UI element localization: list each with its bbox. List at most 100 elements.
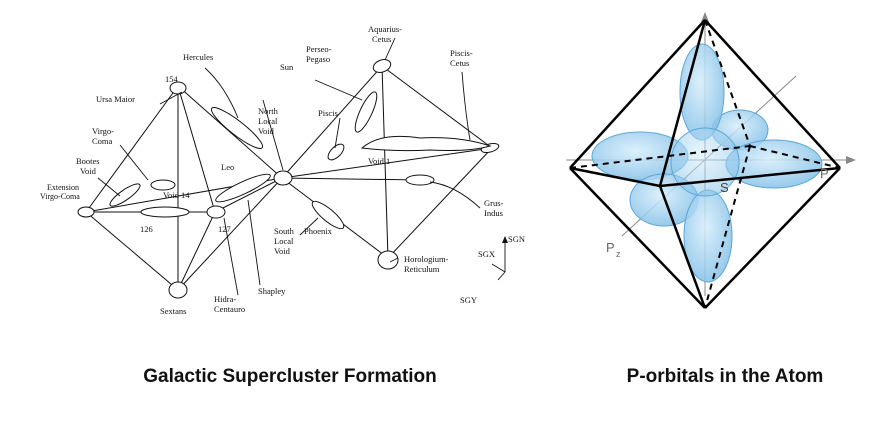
- label-perseo-1: Perseo-: [306, 44, 332, 54]
- label-sun: Sun: [280, 62, 294, 72]
- piscis-filament: [327, 143, 345, 161]
- ursa-filament: [150, 179, 176, 191]
- label-bootes-void-1: Bootes: [76, 156, 100, 166]
- aquarius-blob: [372, 59, 392, 73]
- edge: [177, 211, 216, 291]
- void14-filament: [140, 206, 190, 218]
- label-extension-1: Extension: [47, 183, 79, 192]
- label-s: S: [720, 180, 729, 195]
- sun-blob: [273, 170, 293, 186]
- arrow-phoenix: [299, 217, 319, 236]
- octa-edge: [658, 185, 707, 309]
- x-axis-arrowhead: [846, 156, 856, 164]
- label-leo: Leo: [221, 162, 234, 172]
- label-piscis-cetus-2: Cetus: [450, 58, 469, 68]
- label-north-local-void-1: North: [258, 106, 279, 116]
- octa-edge: [569, 167, 706, 309]
- arrow-hercules: [204, 67, 239, 119]
- label-extension-2: Virgo-Coma: [40, 192, 80, 201]
- octa-edge: [704, 167, 841, 309]
- sgy-axis: [497, 271, 506, 281]
- octa-hidden-edge: [569, 145, 751, 169]
- edge: [387, 147, 493, 259]
- edge: [281, 65, 383, 179]
- arrow-perseo: [314, 79, 363, 101]
- arrow-shapley: [247, 199, 261, 286]
- sgn-arrowhead: [502, 236, 508, 243]
- label-bootes-void-2: Void: [80, 166, 97, 176]
- octa-edge: [704, 19, 841, 169]
- label-px: P: [820, 166, 829, 181]
- label-piscis: Piscis: [318, 108, 338, 118]
- grus-indus-blob: [405, 174, 435, 186]
- octa-hidden-edge: [749, 145, 841, 169]
- edge: [281, 177, 421, 181]
- edge: [214, 177, 283, 213]
- perseo-filament: [354, 91, 378, 133]
- extension-blob: [77, 206, 95, 218]
- label-grus-indus-1: Grus-: [484, 198, 504, 208]
- label-sextans: Sextans: [160, 306, 186, 316]
- caption-orbitals: P-orbitals in the Atom: [626, 366, 824, 387]
- label-void14: Void 14: [163, 190, 190, 200]
- octa-edge: [659, 166, 841, 188]
- galaxy-diagram-panel: Aquarius- Cetus Perseo- Pegaso Sun Hercu…: [40, 24, 525, 387]
- sgx-axis: [491, 263, 506, 273]
- horologium-blob: [377, 250, 399, 270]
- octa-edge: [658, 19, 707, 187]
- label-sgn: SGN: [508, 234, 525, 244]
- label-hidra-2: Centauro: [214, 304, 245, 314]
- arrow-hidra: [223, 217, 239, 296]
- label-aquarius-2: Cetus: [372, 34, 391, 44]
- s-orbital: [670, 127, 740, 197]
- z-axis-arrowhead: [701, 12, 709, 22]
- label-perseo-2: Pegaso: [306, 54, 330, 64]
- label-piscis-cetus-1: Piscis-: [450, 48, 473, 58]
- label-virgo-coma-2: Coma: [92, 136, 113, 146]
- cluster-127-blob: [206, 205, 226, 219]
- leo-filament: [215, 173, 271, 203]
- label-sgx: SGX: [478, 249, 495, 259]
- edge: [85, 85, 179, 213]
- label-ursa-major: Ursa Maior: [96, 94, 135, 104]
- octa-edge: [569, 166, 661, 188]
- label-south-local-void-3: Void: [274, 246, 291, 256]
- label-grus-indus-2: Indus: [484, 208, 503, 218]
- label-126: 126: [140, 224, 153, 234]
- label-127: 127: [218, 224, 231, 234]
- edge: [381, 65, 389, 259]
- label-hidra-1: Hidra-: [214, 294, 236, 304]
- label-horologium-1: Horologium-: [404, 254, 449, 264]
- phoenix-filament: [311, 200, 345, 230]
- label-pz: P: [606, 240, 615, 255]
- label-154: 154: [165, 74, 179, 84]
- label-aquarius-1: Aquarius-: [368, 24, 402, 34]
- edge: [177, 177, 283, 291]
- label-north-local-void-3: Void: [258, 126, 275, 136]
- label-shapley: Shapley: [258, 286, 286, 296]
- label-pz-sub: z: [616, 249, 621, 259]
- arrow-sun: [262, 99, 284, 171]
- caption-galactic: Galactic Supercluster Formation: [143, 366, 437, 387]
- arrow-virgo: [119, 144, 149, 181]
- arrow-piscis-cetus: [461, 71, 471, 141]
- label-virgo-coma-1: Virgo-: [92, 126, 114, 136]
- edge: [381, 65, 493, 149]
- arrow-grus: [429, 181, 481, 209]
- arrow-ursa: [159, 91, 183, 105]
- sextans-blob: [168, 281, 188, 299]
- label-hercules: Hercules: [183, 52, 213, 62]
- octa-hidden-edge: [704, 19, 751, 147]
- edge: [281, 147, 493, 179]
- void1-filament: [360, 135, 492, 152]
- label-south-local-void-1: South: [274, 226, 295, 236]
- galaxy-diagram: Aquarius- Cetus Perseo- Pegaso Sun Hercu…: [40, 24, 525, 316]
- label-horologium-2: Reticulum: [404, 264, 440, 274]
- arrow-piscis: [334, 117, 341, 149]
- arrow-aquarius: [384, 37, 396, 61]
- label-void1: Void 1: [368, 156, 390, 166]
- virgo-filament: [109, 183, 141, 207]
- arrow-horologium: [389, 257, 399, 263]
